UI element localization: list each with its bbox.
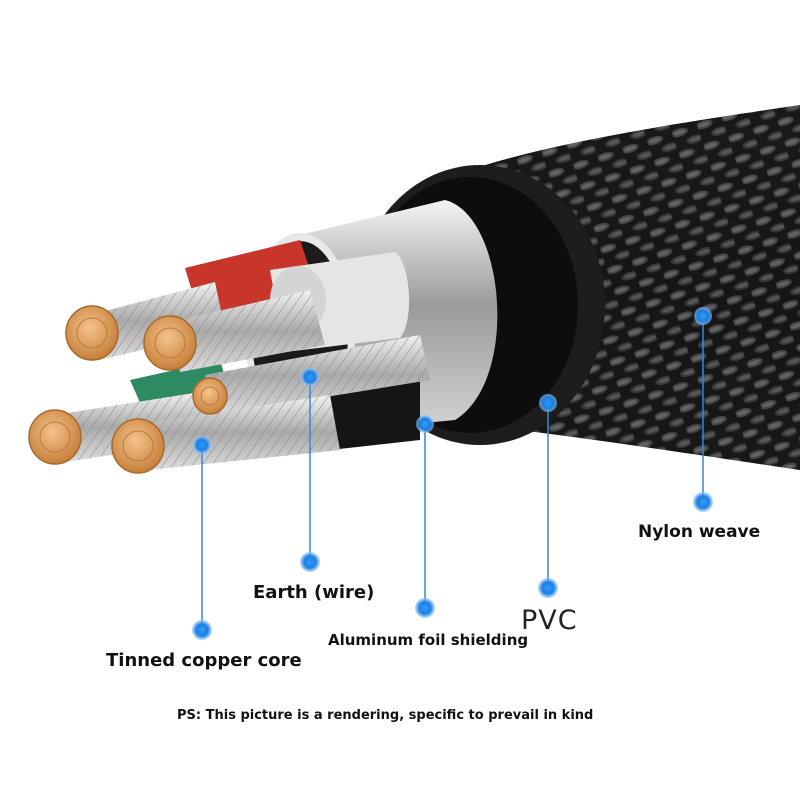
callout-dot xyxy=(415,598,435,618)
callout-dot xyxy=(539,394,557,412)
label-aluminum-foil: Aluminum foil shielding xyxy=(328,631,529,649)
copper-end xyxy=(28,409,82,465)
callout-dot xyxy=(538,578,558,598)
copper-core-ends xyxy=(28,305,228,474)
callout-dot xyxy=(192,620,212,640)
copper-end xyxy=(143,315,197,371)
callout-dot xyxy=(693,492,713,512)
callout-dots xyxy=(192,307,713,640)
callout-dot xyxy=(193,436,211,454)
copper-end xyxy=(192,377,228,415)
copper-end xyxy=(111,418,165,474)
callout-dot xyxy=(301,368,319,386)
label-pvc: PVC xyxy=(521,605,578,636)
label-nylon-weave: Nylon weave xyxy=(638,522,761,542)
callout-dot xyxy=(416,415,434,433)
copper-end xyxy=(65,305,119,361)
rendering-disclaimer: PS: This picture is a rendering, specifi… xyxy=(177,708,594,723)
label-earth-wire: Earth (wire) xyxy=(253,582,375,603)
label-tinned-copper-core: Tinned copper core xyxy=(106,650,302,671)
callout-dot xyxy=(300,552,320,572)
callout-dot xyxy=(694,307,712,325)
callouts xyxy=(201,316,704,630)
